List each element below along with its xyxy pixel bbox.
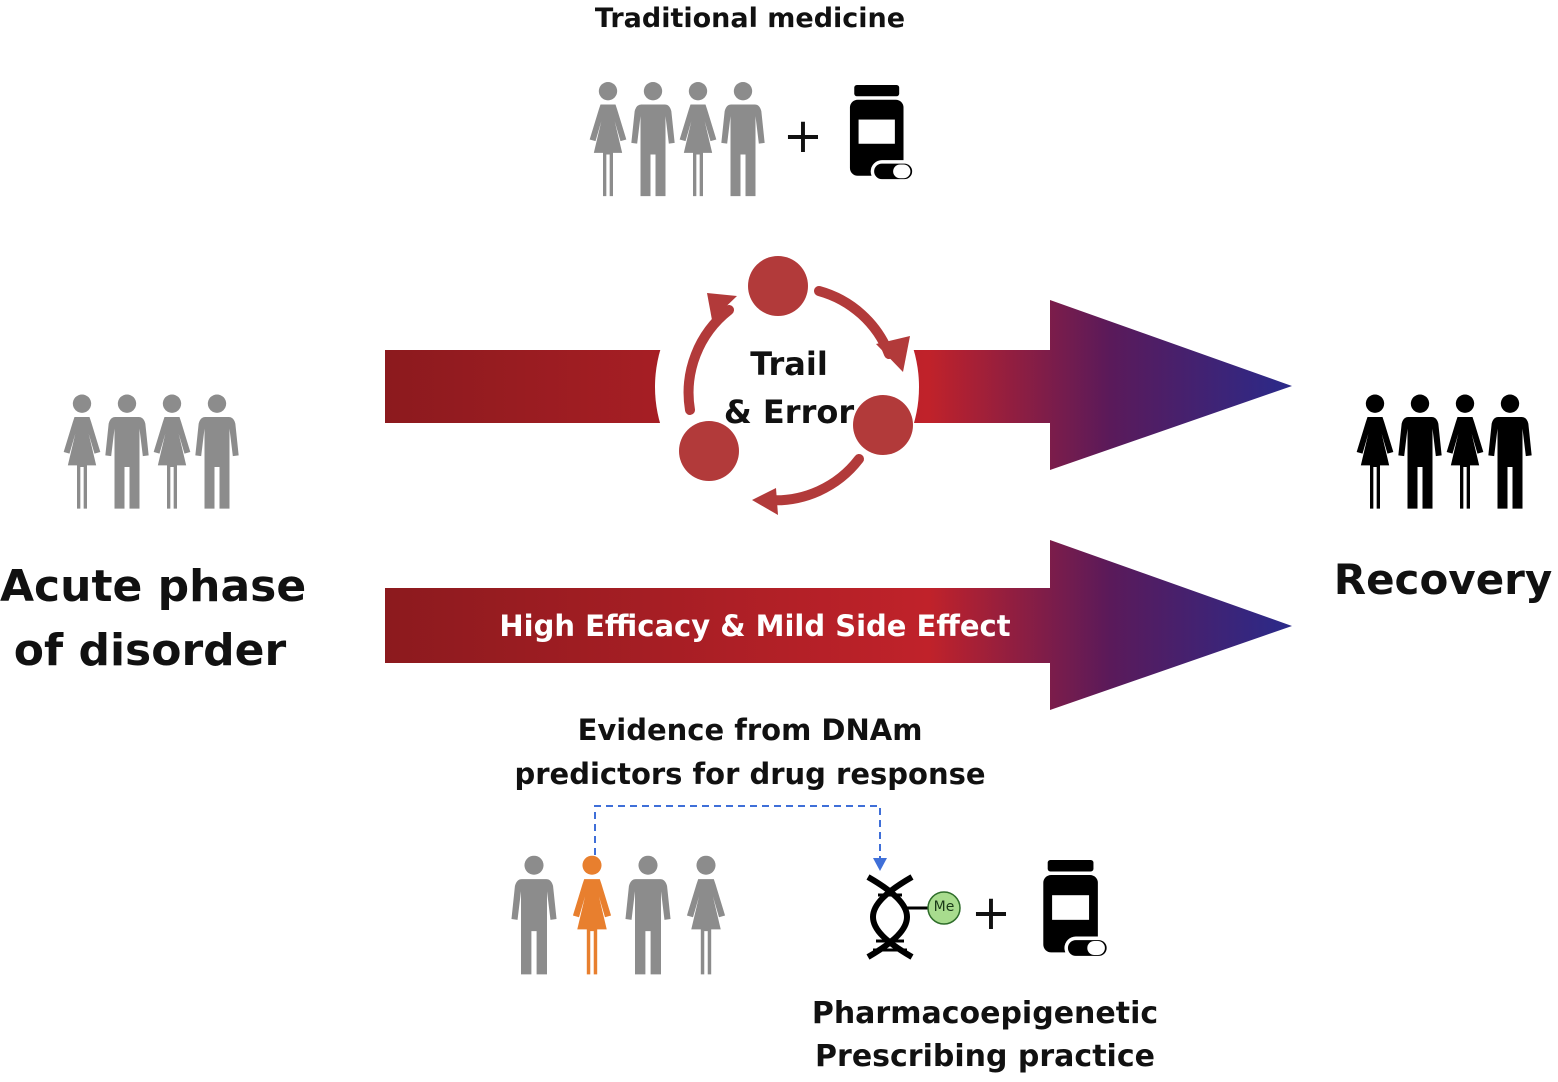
high-efficacy-label: High Efficacy & Mild Side Effect: [499, 609, 1011, 643]
people-group-top: [589, 82, 765, 197]
person-icon: [721, 82, 765, 197]
medicine-bottle-icon: [849, 85, 916, 183]
methyl-mark-label: Me: [933, 899, 955, 915]
person-icon: [686, 855, 726, 975]
cycle-arrow-3: [683, 305, 734, 415]
cycle-arrow-2: [763, 454, 864, 506]
recovery-label: Recovery: [1333, 555, 1553, 604]
people-group-acute: [63, 394, 239, 509]
traditional-medicine-group: [589, 82, 916, 197]
person-icon: [63, 394, 101, 509]
pharmacoepigenetic-line-2: Prescribing practice: [815, 1039, 1155, 1074]
trial-error-line-1: Trail: [750, 345, 828, 383]
person-icon: [1488, 394, 1532, 509]
acute-phase-label: Acute phase of disorder: [0, 555, 307, 683]
person-icon: [1446, 394, 1484, 509]
pharmacoepigenetic-label: Pharmacoepigenetic Prescribing practice: [800, 992, 1170, 1078]
person-icon: [679, 82, 717, 197]
evidence-line-1: Evidence from DNAm: [577, 713, 923, 747]
cycle-arrowhead-3: [707, 293, 737, 320]
person-icon: [195, 394, 239, 509]
plus-sign-top: +: [782, 108, 824, 164]
cycle-arrowhead-2: [752, 488, 778, 515]
person-icon: [625, 855, 671, 975]
cycle-node: [748, 256, 808, 316]
person-icon: [589, 82, 627, 197]
dna-methylation-icon: [866, 874, 961, 960]
trial-error-line-2: & Error: [723, 393, 855, 431]
person-icon: [153, 394, 191, 509]
evidence-label: Evidence from DNAm predictors for drug r…: [480, 708, 1020, 796]
treatment-arrow-bottom: [385, 540, 1292, 710]
cycle-node: [853, 395, 913, 455]
person-icon: [1356, 394, 1394, 509]
person-icon: [1398, 394, 1442, 509]
medicine-bottle-icon: [1043, 860, 1111, 960]
people-group-bottom: [511, 855, 726, 975]
highlighted-patient-icon: [572, 855, 612, 975]
methyl-circle: [927, 891, 961, 925]
dashed-arrowhead-icon: [873, 858, 887, 871]
acute-phase-line-1: Acute phase: [0, 561, 307, 612]
cycle-node: [679, 421, 739, 481]
pharmacoepigenetic-line-1: Pharmacoepigenetic: [811, 996, 1159, 1031]
dashed-connector: [594, 805, 881, 860]
plus-sign-bottom: +: [970, 885, 1012, 941]
person-icon: [631, 82, 675, 197]
trial-error-cycle: [655, 255, 919, 519]
traditional-medicine-title: Traditional medicine: [594, 3, 906, 34]
person-icon: [105, 394, 149, 509]
people-group-recovery: [1356, 394, 1532, 509]
person-icon: [511, 855, 557, 975]
acute-phase-line-2: of disorder: [13, 625, 287, 676]
trial-error-label: Trail & Error: [700, 340, 878, 436]
cycle-arrowhead-1: [876, 336, 910, 372]
evidence-line-2: predictors for drug response: [514, 757, 986, 791]
